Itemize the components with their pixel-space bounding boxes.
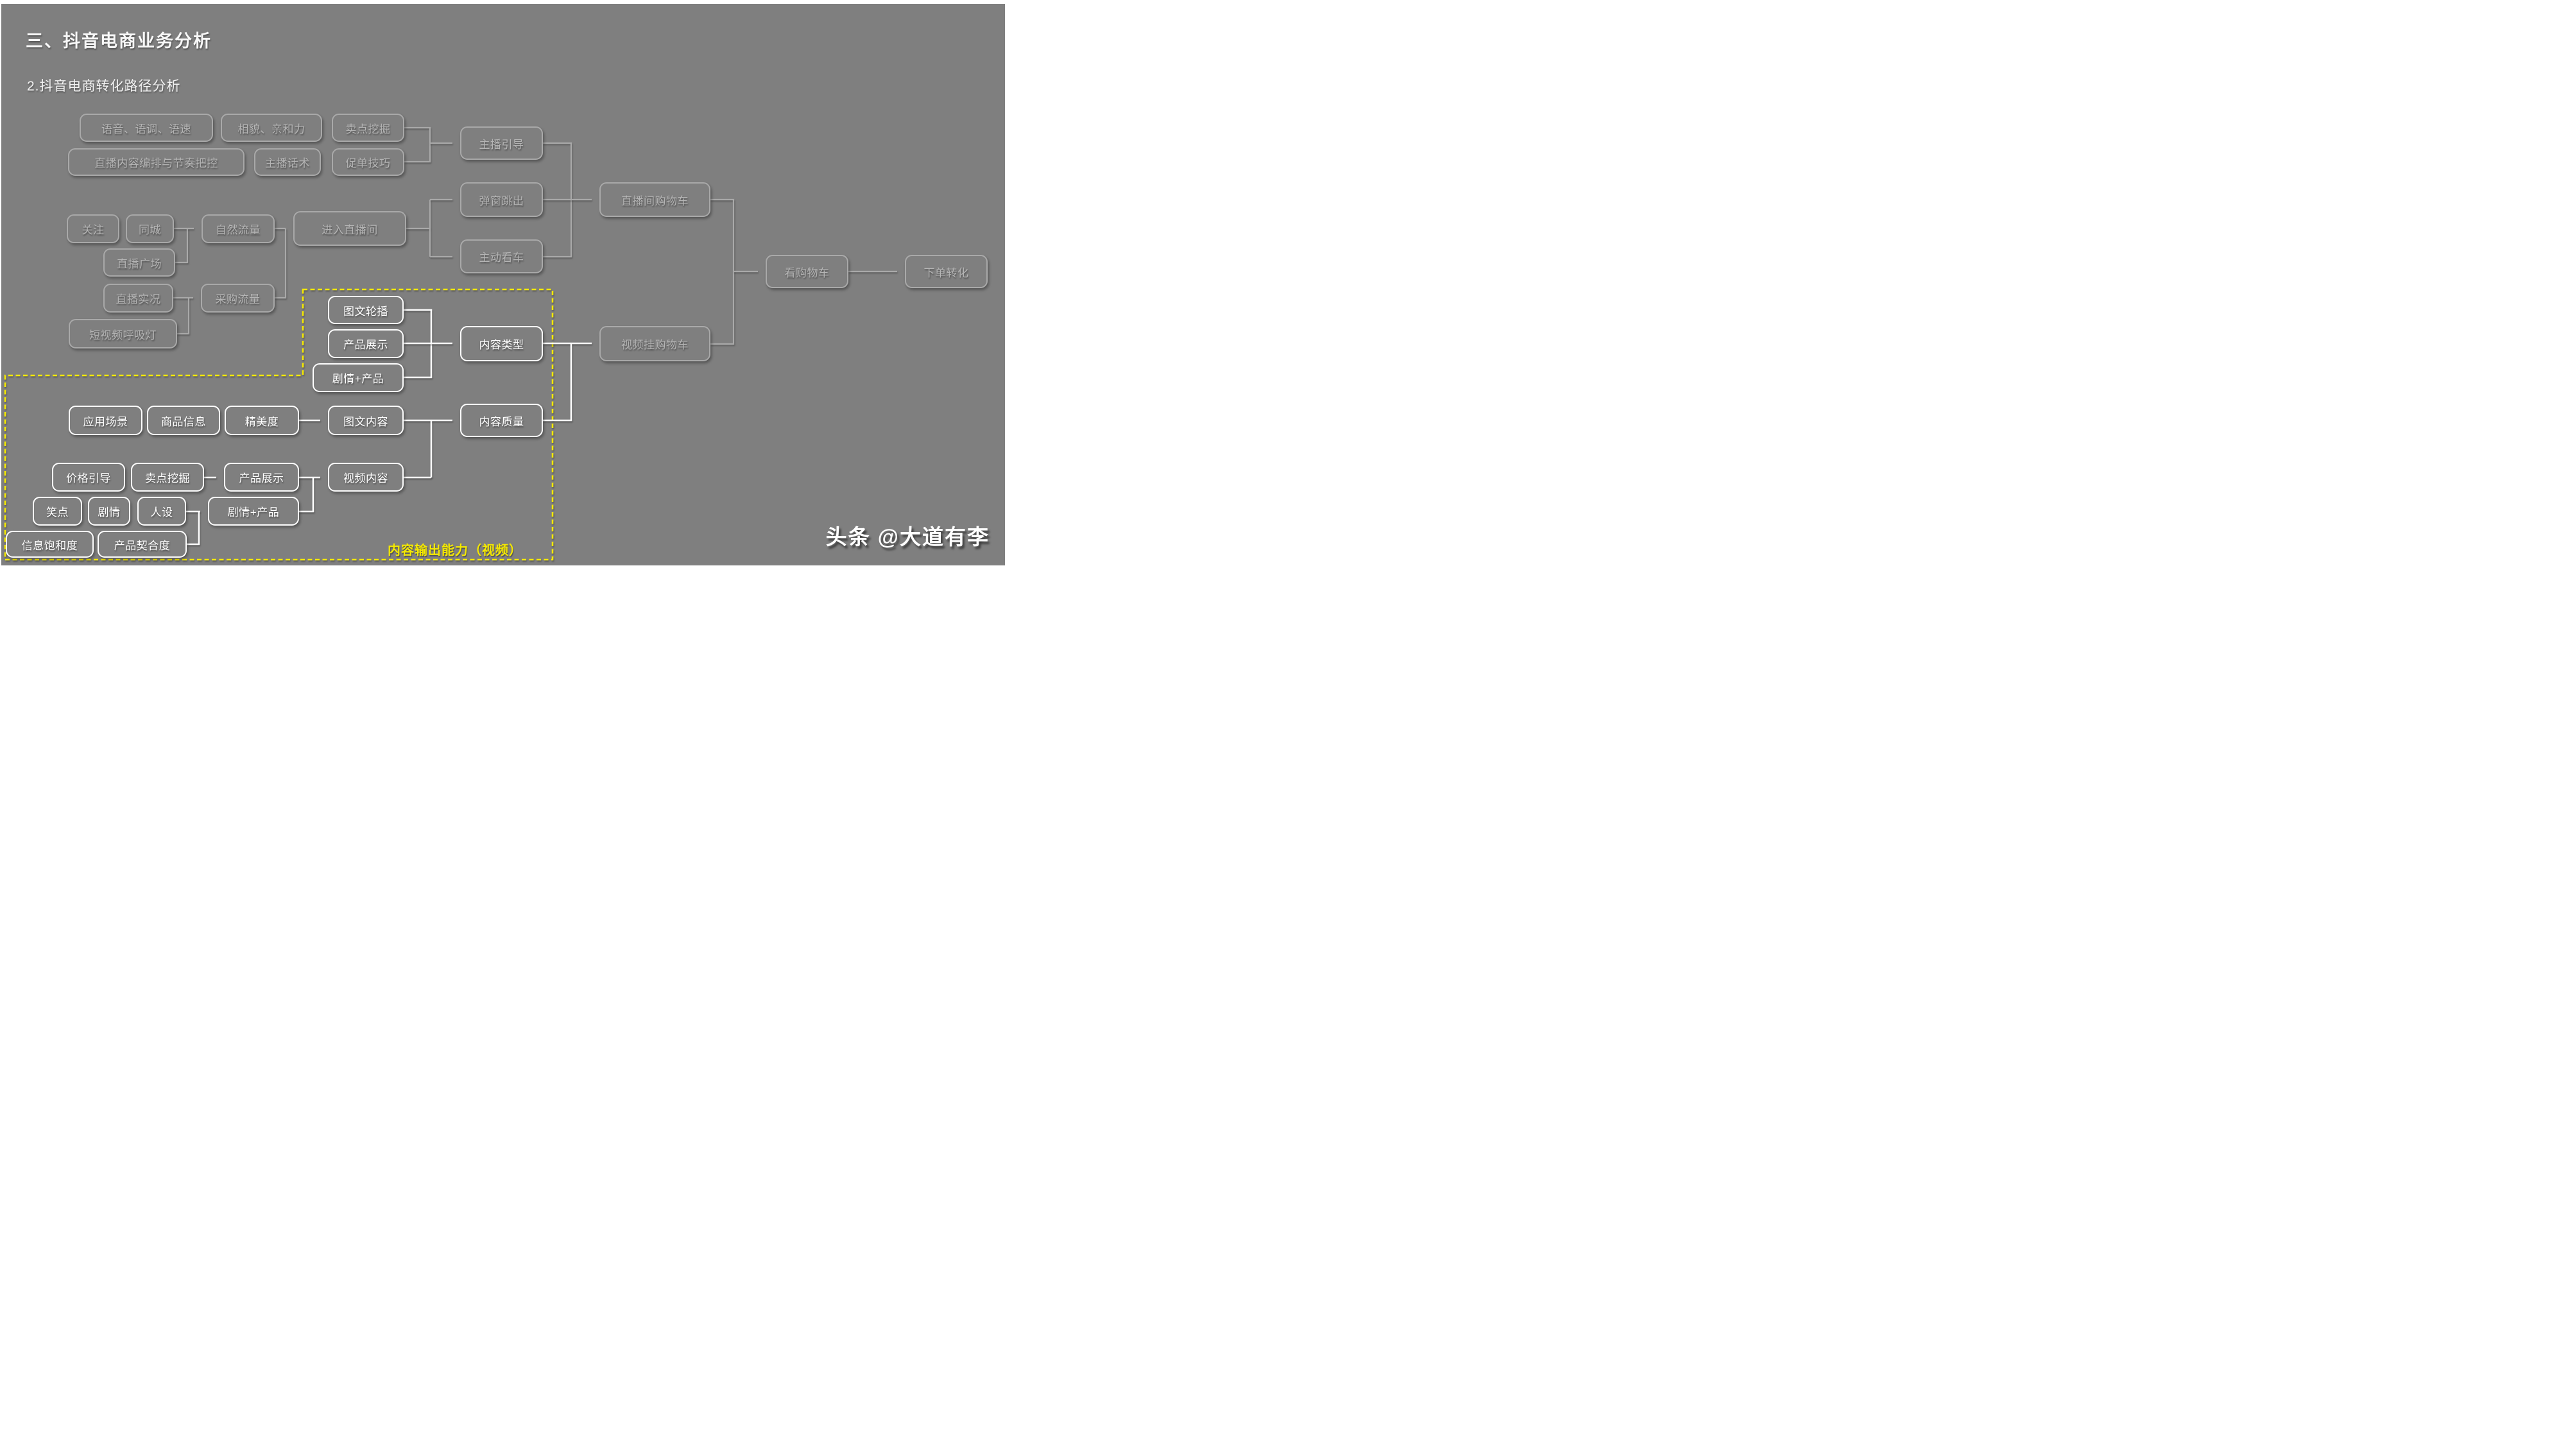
connector-line [177, 298, 190, 335]
node-short-video-breathing-light: 短视频呼吸灯 [69, 319, 177, 348]
node-live-content-arrangement: 直播内容编排与节奏把控 [68, 148, 245, 176]
node-video-content: 视频内容 [328, 463, 404, 492]
connector-line [275, 228, 287, 299]
node-follow: 关注 [67, 214, 119, 243]
node-order-conversion: 下单转化 [905, 255, 988, 288]
slide-title: 三、抖音电商业务分析 [26, 31, 212, 51]
node-selling-point-mining-bottom: 卖点挖掘 [131, 463, 204, 492]
node-same-city: 同城 [126, 214, 174, 243]
node-product-display-bottom: 产品展示 [224, 463, 299, 492]
node-live-plaza: 直播广场 [103, 248, 175, 277]
node-live-streaming-feed: 直播实况 [103, 284, 173, 313]
node-plot-product-bottom: 剧情+产品 [208, 497, 299, 526]
connector-line [543, 142, 572, 200]
node-product-info: 商品信息 [147, 406, 220, 435]
node-purchase-traffic: 采购流量 [201, 284, 275, 313]
node-live-room-cart: 直播间购物车 [599, 182, 710, 217]
node-content-type: 内容类型 [460, 326, 543, 361]
connector-line [710, 198, 735, 271]
node-view-cart: 看购物车 [766, 255, 848, 288]
connector-line [543, 200, 572, 258]
node-product-display-top: 产品展示 [328, 329, 404, 358]
watermark: 头条 @大道有李 [825, 525, 990, 549]
node-persona: 人设 [137, 497, 186, 526]
node-info-saturation: 信息饱和度 [6, 531, 94, 558]
node-product-fit: 产品契合度 [98, 531, 187, 558]
node-plot: 剧情 [88, 497, 130, 526]
node-proactive-cart-view: 主动看车 [460, 239, 543, 273]
connector-line [175, 228, 189, 264]
node-appearance-affinity: 相貌、亲和力 [221, 114, 322, 142]
node-plot-product-top: 剧情+产品 [313, 363, 404, 392]
connector-line [710, 271, 735, 345]
content-capability-region-label: 内容输出能力（视频） [388, 544, 522, 558]
node-voice-tone-speed: 语音、语调、语速 [80, 114, 213, 142]
slide-page: 三、抖音电商业务分析 2.抖音电商转化路径分析 [0, 0, 1006, 567]
content-capability-region-border [4, 288, 554, 561]
node-enter-live-room: 进入直播间 [293, 211, 406, 246]
node-organic-traffic: 自然流量 [202, 214, 275, 243]
node-selling-point-mining-top: 卖点挖掘 [332, 114, 404, 142]
node-price-guidance: 价格引导 [52, 463, 125, 492]
node-popup-jump: 弹窗跳出 [460, 182, 543, 217]
connector-line [543, 343, 572, 422]
node-image-text-content: 图文内容 [328, 406, 404, 435]
slide-subtitle: 2.抖音电商转化路径分析 [27, 79, 181, 94]
connector-line [404, 126, 431, 163]
connector-line [299, 477, 314, 513]
node-order-promotion-skills: 促单技巧 [332, 148, 404, 176]
connector-line [187, 512, 200, 546]
node-host-guidance: 主播引导 [460, 126, 543, 160]
node-video-cart: 视频挂购物车 [599, 326, 710, 361]
node-image-text-carousel: 图文轮播 [328, 296, 404, 324]
node-content-quality: 内容质量 [460, 404, 543, 437]
node-funny-point: 笑点 [33, 497, 82, 526]
node-exquisiteness: 精美度 [225, 406, 299, 435]
node-application-scenario: 应用场景 [69, 406, 142, 435]
connector-layer [4, 126, 897, 561]
node-host-script: 主播话术 [254, 148, 321, 176]
